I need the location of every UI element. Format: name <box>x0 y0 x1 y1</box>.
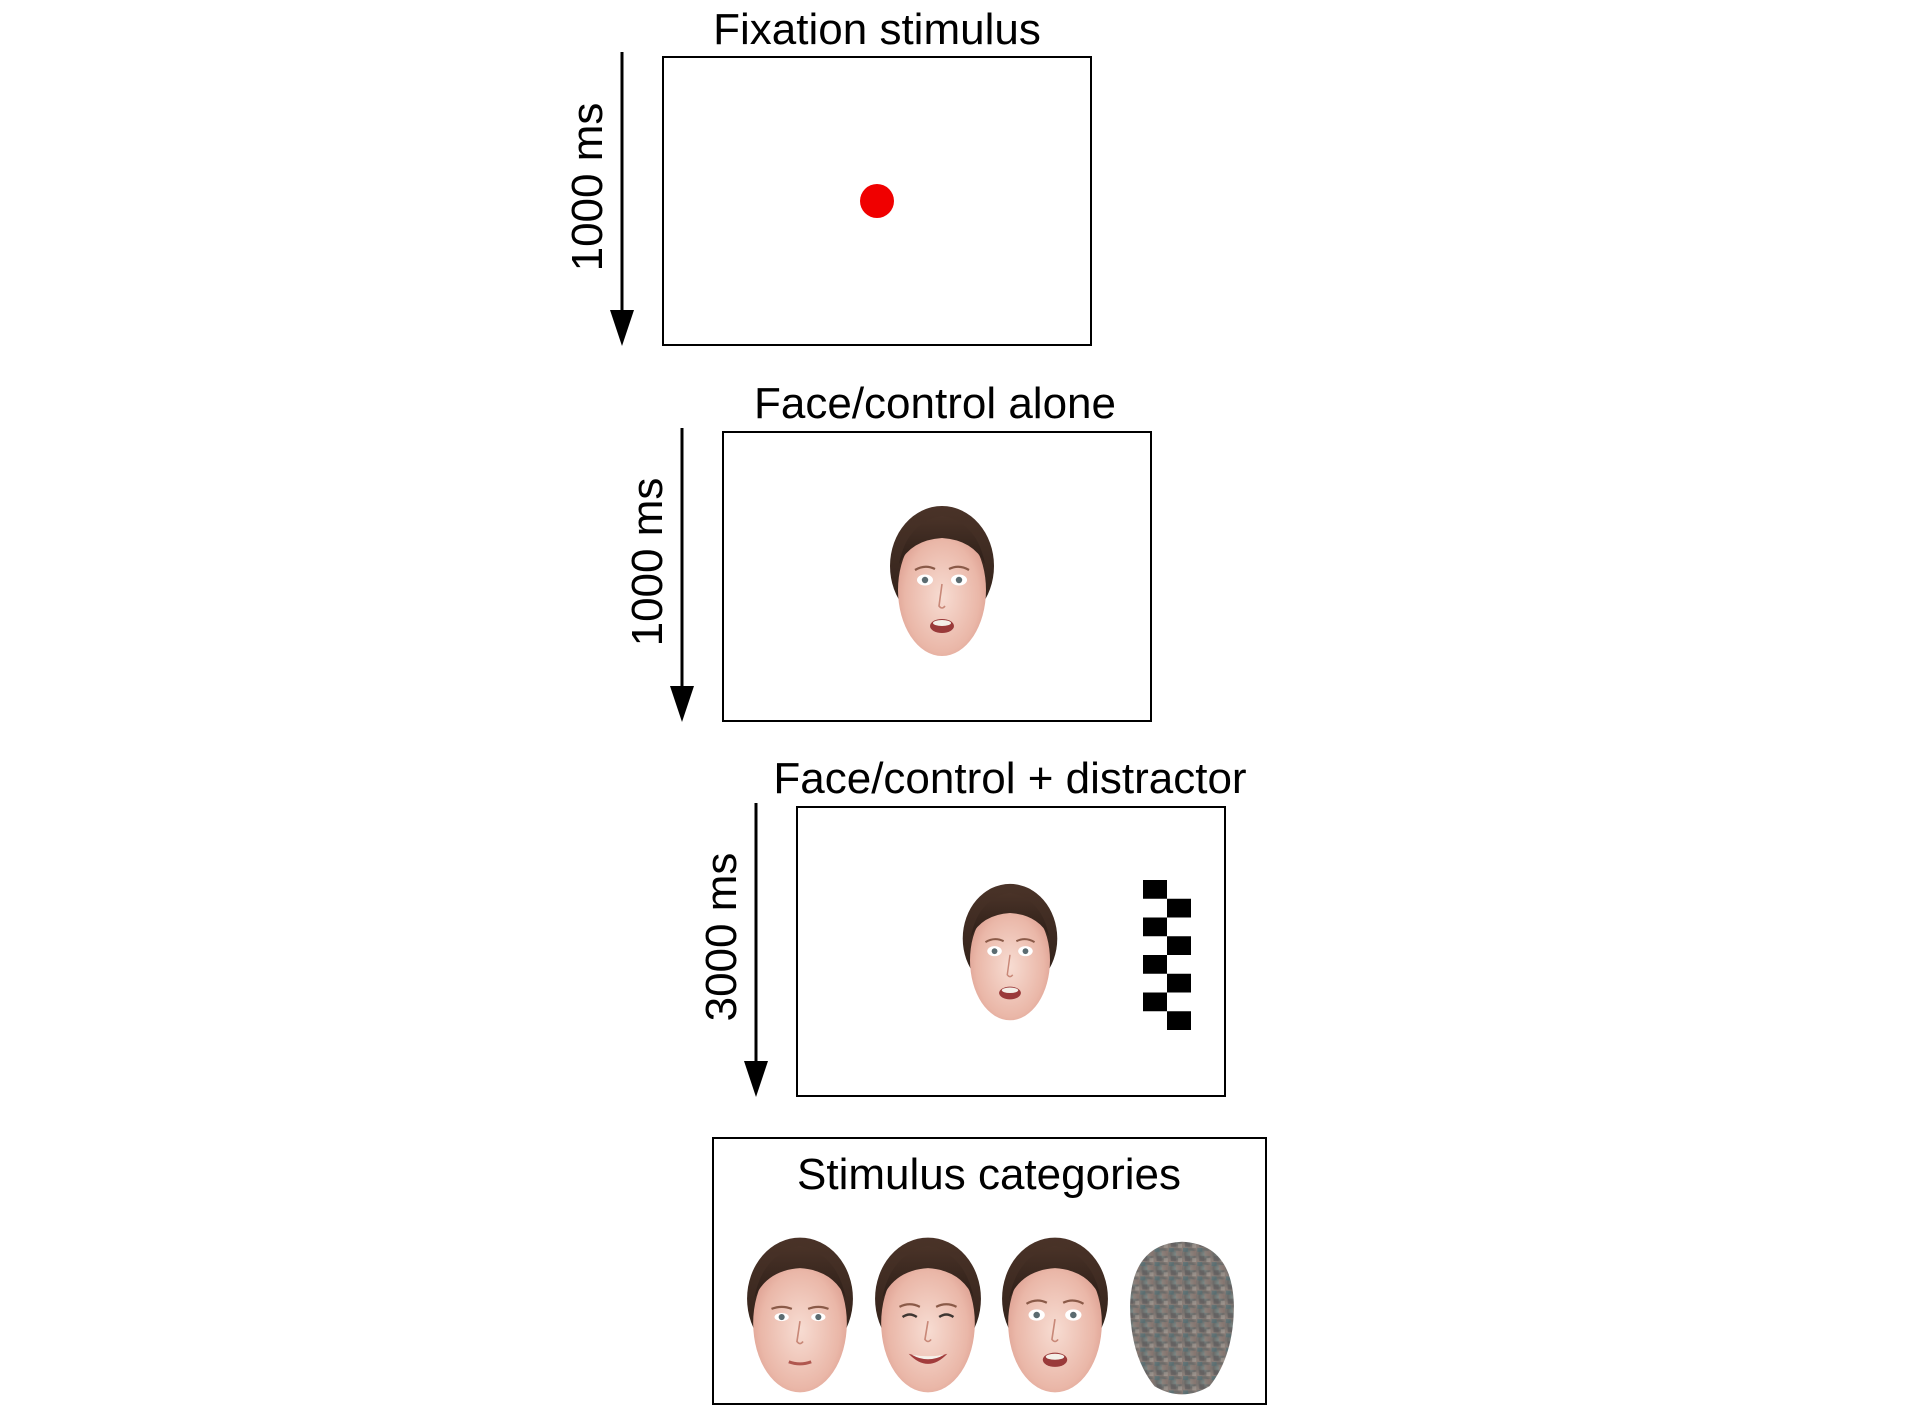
categories-title: Stimulus categories <box>797 1150 1181 1199</box>
checker-square <box>1143 992 1167 1012</box>
timeline-arrow-2 <box>670 428 694 722</box>
scrambled-control-icon <box>1130 1241 1234 1395</box>
fixation-dot <box>859 183 894 218</box>
checker-square <box>1167 898 1191 918</box>
timeline-arrow-1 <box>610 52 634 346</box>
fearful-face-icon <box>890 506 994 656</box>
fearful-face-icon <box>1002 1237 1108 1393</box>
stimulus-categories-box: Stimulus categories <box>712 1137 1267 1405</box>
duration-label-3: 3000 ms <box>697 852 746 1022</box>
happy-face-icon <box>875 1237 981 1393</box>
fixation-screen <box>662 56 1092 346</box>
duration-label-1: 1000 ms <box>563 102 612 272</box>
face-alone-screen <box>722 431 1152 722</box>
checker-square <box>1143 880 1167 899</box>
checker-square <box>1143 917 1167 937</box>
checker-square <box>1167 936 1191 955</box>
panel-title-face-alone: Face/control alone <box>754 379 1116 428</box>
face-distractor-screen <box>796 806 1226 1097</box>
checkerboard-distractor <box>1143 880 1191 1030</box>
checker-square <box>1167 973 1191 993</box>
panel-title-face-distractor: Face/control + distractor <box>773 754 1247 803</box>
duration-label-2: 1000 ms <box>623 477 672 647</box>
checker-square <box>1167 1011 1191 1030</box>
neutral-face-icon <box>747 1237 853 1393</box>
timeline-arrow-3 <box>744 803 768 1097</box>
panel-title-fixation: Fixation stimulus <box>713 5 1041 54</box>
fearful-face-icon <box>962 883 1058 1021</box>
checker-square <box>1143 955 1167 974</box>
